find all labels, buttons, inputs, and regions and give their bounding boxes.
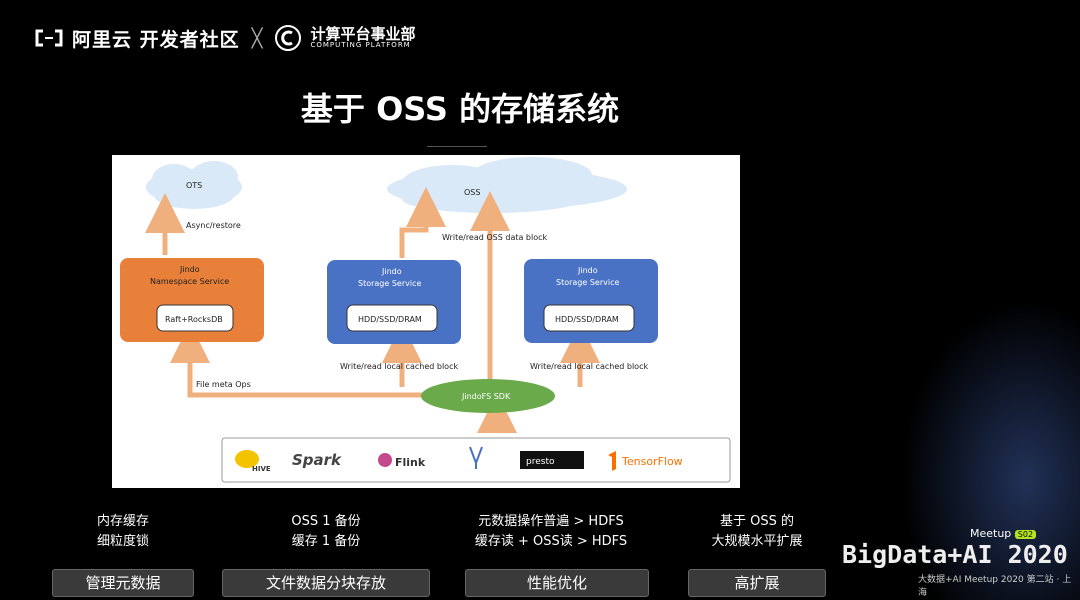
oss-cloud xyxy=(387,157,627,213)
tensorflow-label: TensorFlow xyxy=(621,455,683,468)
file-meta-label: File meta Ops xyxy=(196,380,251,389)
flink-logo-icon xyxy=(378,453,392,467)
ss1-title-2: Storage Service xyxy=(358,279,421,288)
scalability-button: 高扩展 xyxy=(688,569,826,597)
write-read-local-1-label: Write/read local cached block xyxy=(340,362,458,371)
ots-label: OTS xyxy=(186,181,202,190)
beam-logo-icon xyxy=(469,446,483,469)
jindofs-sdk-label: JindoFS SDK xyxy=(461,392,511,401)
async-restore-label: Async/restore xyxy=(186,221,241,230)
event-name: BigData+AI 2020 xyxy=(842,540,1068,569)
column-4-text: 基于 OSS 的 大规模水平扩展 xyxy=(688,512,826,552)
write-read-local-2-label: Write/read local cached block xyxy=(530,362,648,371)
partner-name-cn: 计算平台事业部 xyxy=(310,24,416,43)
presto-label: presto xyxy=(526,457,555,467)
ss2-db-label: HDD/SSD/DRAM xyxy=(555,315,619,324)
ss2-db-cylinder xyxy=(543,304,635,332)
ss1-db-label: HDD/SSD/DRAM xyxy=(358,315,422,324)
ns-db-cylinder xyxy=(156,304,234,332)
column-3-text: 元数据操作普遍 > HDFS 缓存读 + OSS读 > HDFS xyxy=(454,512,648,552)
ns-db-label: Raft+RocksDB xyxy=(165,315,223,324)
partner-name-en: COMPUTING PLATFORM xyxy=(310,41,411,50)
oss-label: OSS xyxy=(464,188,480,197)
column-3-line-2: 缓存读 + OSS读 > HDFS xyxy=(474,534,628,549)
brand-name: 阿里云 开发者社区 xyxy=(72,28,240,51)
meetup-badge: S02 xyxy=(1014,530,1037,539)
meetup-tag: Meetup S02 xyxy=(970,527,1037,540)
jindofs-sdk-ellipse xyxy=(421,379,555,413)
title-divider xyxy=(427,146,487,147)
column-2-line-2: 缓存 1 备份 xyxy=(291,534,361,549)
ns-title-1: Jindo xyxy=(179,265,200,274)
flink-label: Flink xyxy=(395,456,426,469)
svg-text:HIVE: HIVE xyxy=(252,465,271,473)
column-1-text: 内存缓存 细粒度锁 xyxy=(52,512,194,552)
decorative-glow xyxy=(900,300,1080,600)
presto-logo-icon xyxy=(520,451,584,469)
column-2-line-1: OSS 1 备份 xyxy=(291,514,361,529)
write-read-oss-label: Write/read OSS data block xyxy=(442,233,548,242)
ss1-db-cylinder xyxy=(346,304,438,332)
meetup-label: Meetup xyxy=(970,527,1012,540)
data-flow-arrows xyxy=(145,187,600,433)
ss2-title-2: Storage Service xyxy=(556,278,619,287)
ss1-title-1: Jindo xyxy=(381,267,402,276)
aliyun-logo-icon xyxy=(35,29,63,47)
column-4-line-1: 基于 OSS 的 xyxy=(719,514,794,529)
tensorflow-logo-icon xyxy=(608,451,616,471)
column-1-line-2: 细粒度锁 xyxy=(96,534,149,549)
architecture-diagram: OTS OSS Async/restore Write/read OSS dat… xyxy=(112,155,740,488)
event-subtitle: 大数据+AI Meetup 2020 第二站 · 上海 xyxy=(918,575,1072,598)
column-2-text: OSS 1 备份 缓存 1 备份 xyxy=(222,512,430,552)
separator: ╳ xyxy=(251,27,263,49)
column-1-line-1: 内存缓存 xyxy=(96,514,149,529)
ss2-title-1: Jindo xyxy=(577,266,598,275)
header-logos: 阿里云 开发者社区 ╳ 计算平台事业部 COMPUTING PLATFORM xyxy=(34,22,415,54)
performance-button: 性能优化 xyxy=(465,569,649,597)
computing-platform-logo-icon xyxy=(275,25,302,51)
manage-metadata-button: 管理元数据 xyxy=(52,569,194,597)
spark-logo-icon: Spark xyxy=(292,451,342,469)
column-4-line-2: 大规模水平扩展 xyxy=(711,534,803,549)
ns-title-2: Namespace Service xyxy=(150,277,229,286)
slide-title: 基于 OSS 的存储系统 xyxy=(300,90,620,128)
column-3-line-1: 元数据操作普遍 > HDFS xyxy=(478,514,624,529)
file-block-storage-button: 文件数据分块存放 xyxy=(222,569,430,597)
hive-logo-icon: HIVE xyxy=(235,450,271,473)
apps-bar xyxy=(221,437,731,483)
